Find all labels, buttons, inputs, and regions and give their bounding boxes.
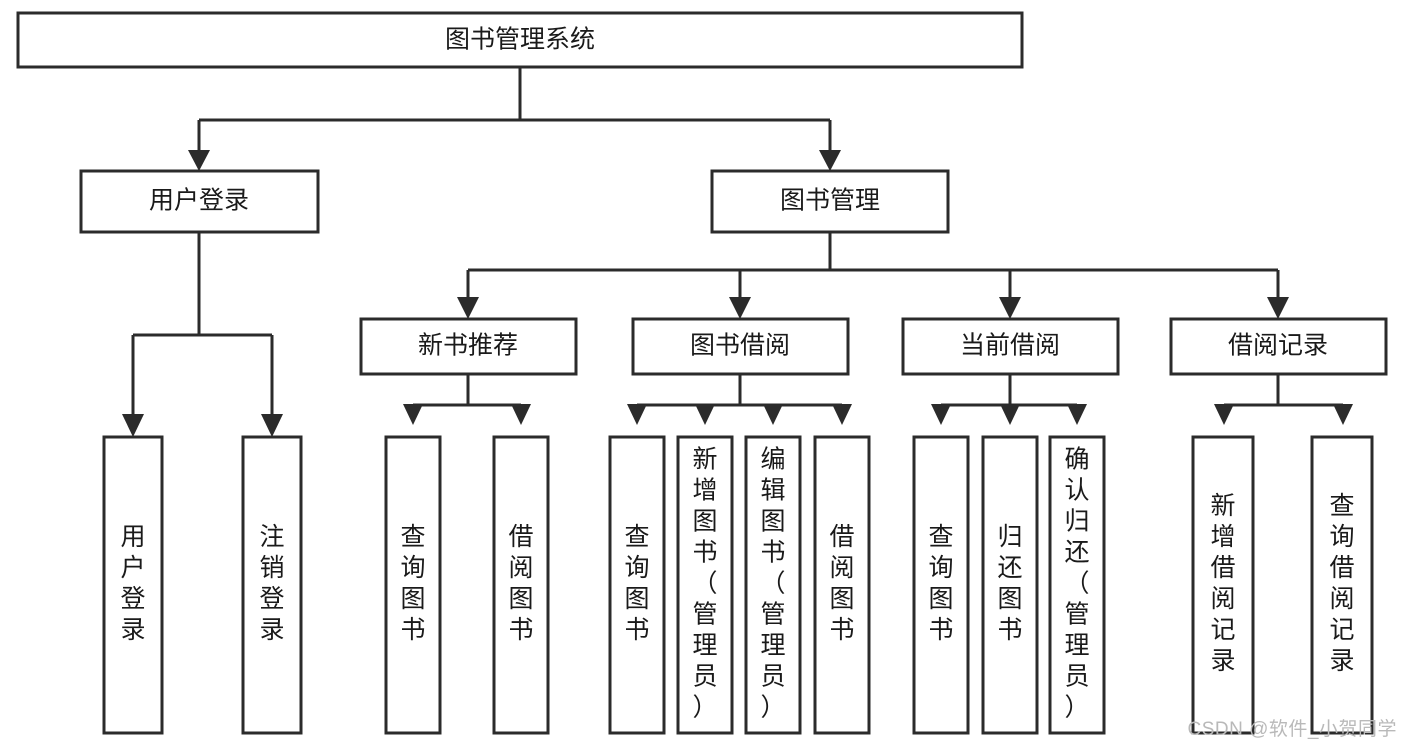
connector-group-current-borrow (931, 374, 1087, 425)
node-box-leaf-borrow-book-1[interactable] (492, 435, 550, 735)
node-label-user-login: 用户登录 (149, 187, 249, 215)
arrow-head-new-book-recommend (457, 297, 479, 319)
connector-book-management-trunk (466, 232, 1280, 300)
node-label-leaf-user-logout: 注销登录 (259, 523, 284, 644)
node-leaf-borrow-book-1[interactable]: 借阅图书 (492, 435, 550, 735)
node-box-borrow-record[interactable] (1169, 317, 1388, 376)
node-leaf-confirm-return[interactable]: 确认归还（管理员） (1048, 435, 1106, 735)
connector-group-book-management (457, 232, 1289, 319)
node-label-leaf-add-book: 新增图书（管理员） (692, 446, 717, 722)
node-root-system[interactable]: 图书管理系统 (16, 11, 1024, 69)
connector-user-login-trunk (131, 232, 274, 418)
arrow-head-leaf-user-login (122, 414, 144, 437)
arrow-head-leaf-borrow-book-1 (511, 404, 531, 425)
node-box-leaf-confirm-return[interactable] (1048, 435, 1106, 735)
node-label-root-system: 图书管理系统 (445, 26, 595, 54)
node-label-book-borrow: 图书借阅 (690, 332, 790, 360)
node-borrow-record[interactable]: 借阅记录 (1169, 317, 1388, 376)
connector-group-new-book-recommend (403, 374, 531, 425)
node-leaf-add-record[interactable]: 新增借阅记录 (1191, 435, 1255, 735)
node-box-leaf-query-book-2[interactable] (608, 435, 666, 735)
node-box-book-management[interactable] (710, 169, 950, 234)
node-label-leaf-borrow-book-2: 借阅图书 (829, 523, 854, 644)
node-label-borrow-record: 借阅记录 (1228, 332, 1328, 360)
node-label-leaf-user-login: 用户登录 (120, 523, 145, 644)
arrow-head-leaf-return-book (1000, 404, 1020, 425)
node-box-leaf-query-book-3[interactable] (912, 435, 970, 735)
arrow-head-book-management (819, 150, 841, 171)
connector-group-book-borrow (627, 374, 852, 425)
node-box-leaf-user-logout[interactable] (241, 435, 303, 735)
node-label-leaf-edit-book: 编辑图书（管理员） (760, 446, 785, 722)
node-book-management[interactable]: 图书管理 (710, 169, 950, 234)
node-box-leaf-add-book[interactable] (676, 435, 734, 735)
node-label-leaf-query-record: 查询借阅记录 (1329, 492, 1354, 675)
node-leaf-user-login[interactable]: 用户登录 (102, 435, 164, 735)
arrow-head-leaf-edit-book (763, 404, 783, 425)
node-box-leaf-query-book-1[interactable] (384, 435, 442, 735)
node-label-book-management: 图书管理 (780, 187, 880, 215)
node-leaf-query-book-1[interactable]: 查询图书 (384, 435, 442, 735)
node-leaf-query-record[interactable]: 查询借阅记录 (1310, 435, 1374, 735)
node-label-leaf-query-book-2: 查询图书 (624, 523, 649, 644)
node-box-root-system[interactable] (16, 11, 1024, 69)
node-box-leaf-edit-book[interactable] (744, 435, 802, 735)
arrow-head-leaf-add-book (695, 404, 715, 425)
arrow-head-leaf-add-record (1214, 404, 1234, 425)
node-user-login[interactable]: 用户登录 (79, 169, 320, 234)
node-leaf-query-book-3[interactable]: 查询图书 (912, 435, 970, 735)
node-current-borrow[interactable]: 当前借阅 (901, 317, 1120, 376)
connector-group-user-login (122, 232, 283, 437)
node-label-current-borrow: 当前借阅 (960, 332, 1060, 360)
connector-group-root (188, 67, 841, 171)
connector-borrow-record-trunk (1222, 374, 1345, 420)
connector-book-borrow-trunk (635, 374, 844, 420)
watermark: CSDN @软件_小贺同学 (1187, 719, 1397, 740)
node-label-leaf-query-book-3: 查询图书 (928, 523, 953, 644)
node-label-leaf-query-book-1: 查询图书 (400, 523, 425, 644)
arrow-head-leaf-confirm-return (1067, 404, 1087, 425)
arrow-head-leaf-query-record (1333, 404, 1353, 425)
node-box-user-login[interactable] (79, 169, 320, 234)
node-leaf-user-logout[interactable]: 注销登录 (241, 435, 303, 735)
node-label-leaf-return-book: 归还图书 (997, 523, 1022, 644)
node-label-new-book-recommend: 新书推荐 (418, 332, 518, 360)
arrow-head-leaf-query-book-1 (403, 404, 423, 425)
node-leaf-query-book-2[interactable]: 查询图书 (608, 435, 666, 735)
node-leaf-return-book[interactable]: 归还图书 (981, 435, 1039, 735)
node-leaf-borrow-book-2[interactable]: 借阅图书 (813, 435, 871, 735)
node-box-book-borrow[interactable] (631, 317, 850, 376)
node-label-leaf-borrow-book-1: 借阅图书 (508, 523, 533, 644)
node-leaf-edit-book[interactable]: 编辑图书（管理员） (744, 435, 802, 735)
node-book-borrow[interactable]: 图书借阅 (631, 317, 850, 376)
node-box-new-book-recommend[interactable] (359, 317, 578, 376)
arrow-head-user-login (188, 150, 210, 171)
arrow-head-current-borrow (999, 297, 1021, 319)
node-leaf-add-book[interactable]: 新增图书（管理员） (676, 435, 734, 735)
connector-root-trunk (197, 67, 832, 152)
arrow-head-leaf-query-book-2 (627, 404, 647, 425)
arrow-head-borrow-record (1267, 297, 1289, 319)
node-box-current-borrow[interactable] (901, 317, 1120, 376)
connector-new-book-recommend-trunk (411, 374, 523, 420)
arrow-head-leaf-borrow-book-2 (832, 404, 852, 425)
node-new-book-recommend[interactable]: 新书推荐 (359, 317, 578, 376)
node-label-leaf-add-record: 新增借阅记录 (1210, 492, 1235, 675)
arrow-head-leaf-query-book-3 (931, 404, 951, 425)
connector-group-borrow-record (1214, 374, 1353, 425)
node-box-leaf-query-record[interactable] (1310, 435, 1374, 735)
node-box-leaf-borrow-book-2[interactable] (813, 435, 871, 735)
node-label-leaf-confirm-return: 确认归还（管理员） (1064, 446, 1089, 722)
arrow-head-leaf-user-logout (261, 414, 283, 437)
node-box-leaf-return-book[interactable] (981, 435, 1039, 735)
arrow-head-book-borrow (729, 297, 751, 319)
node-box-leaf-add-record[interactable] (1191, 435, 1255, 735)
node-box-leaf-user-login[interactable] (102, 435, 164, 735)
